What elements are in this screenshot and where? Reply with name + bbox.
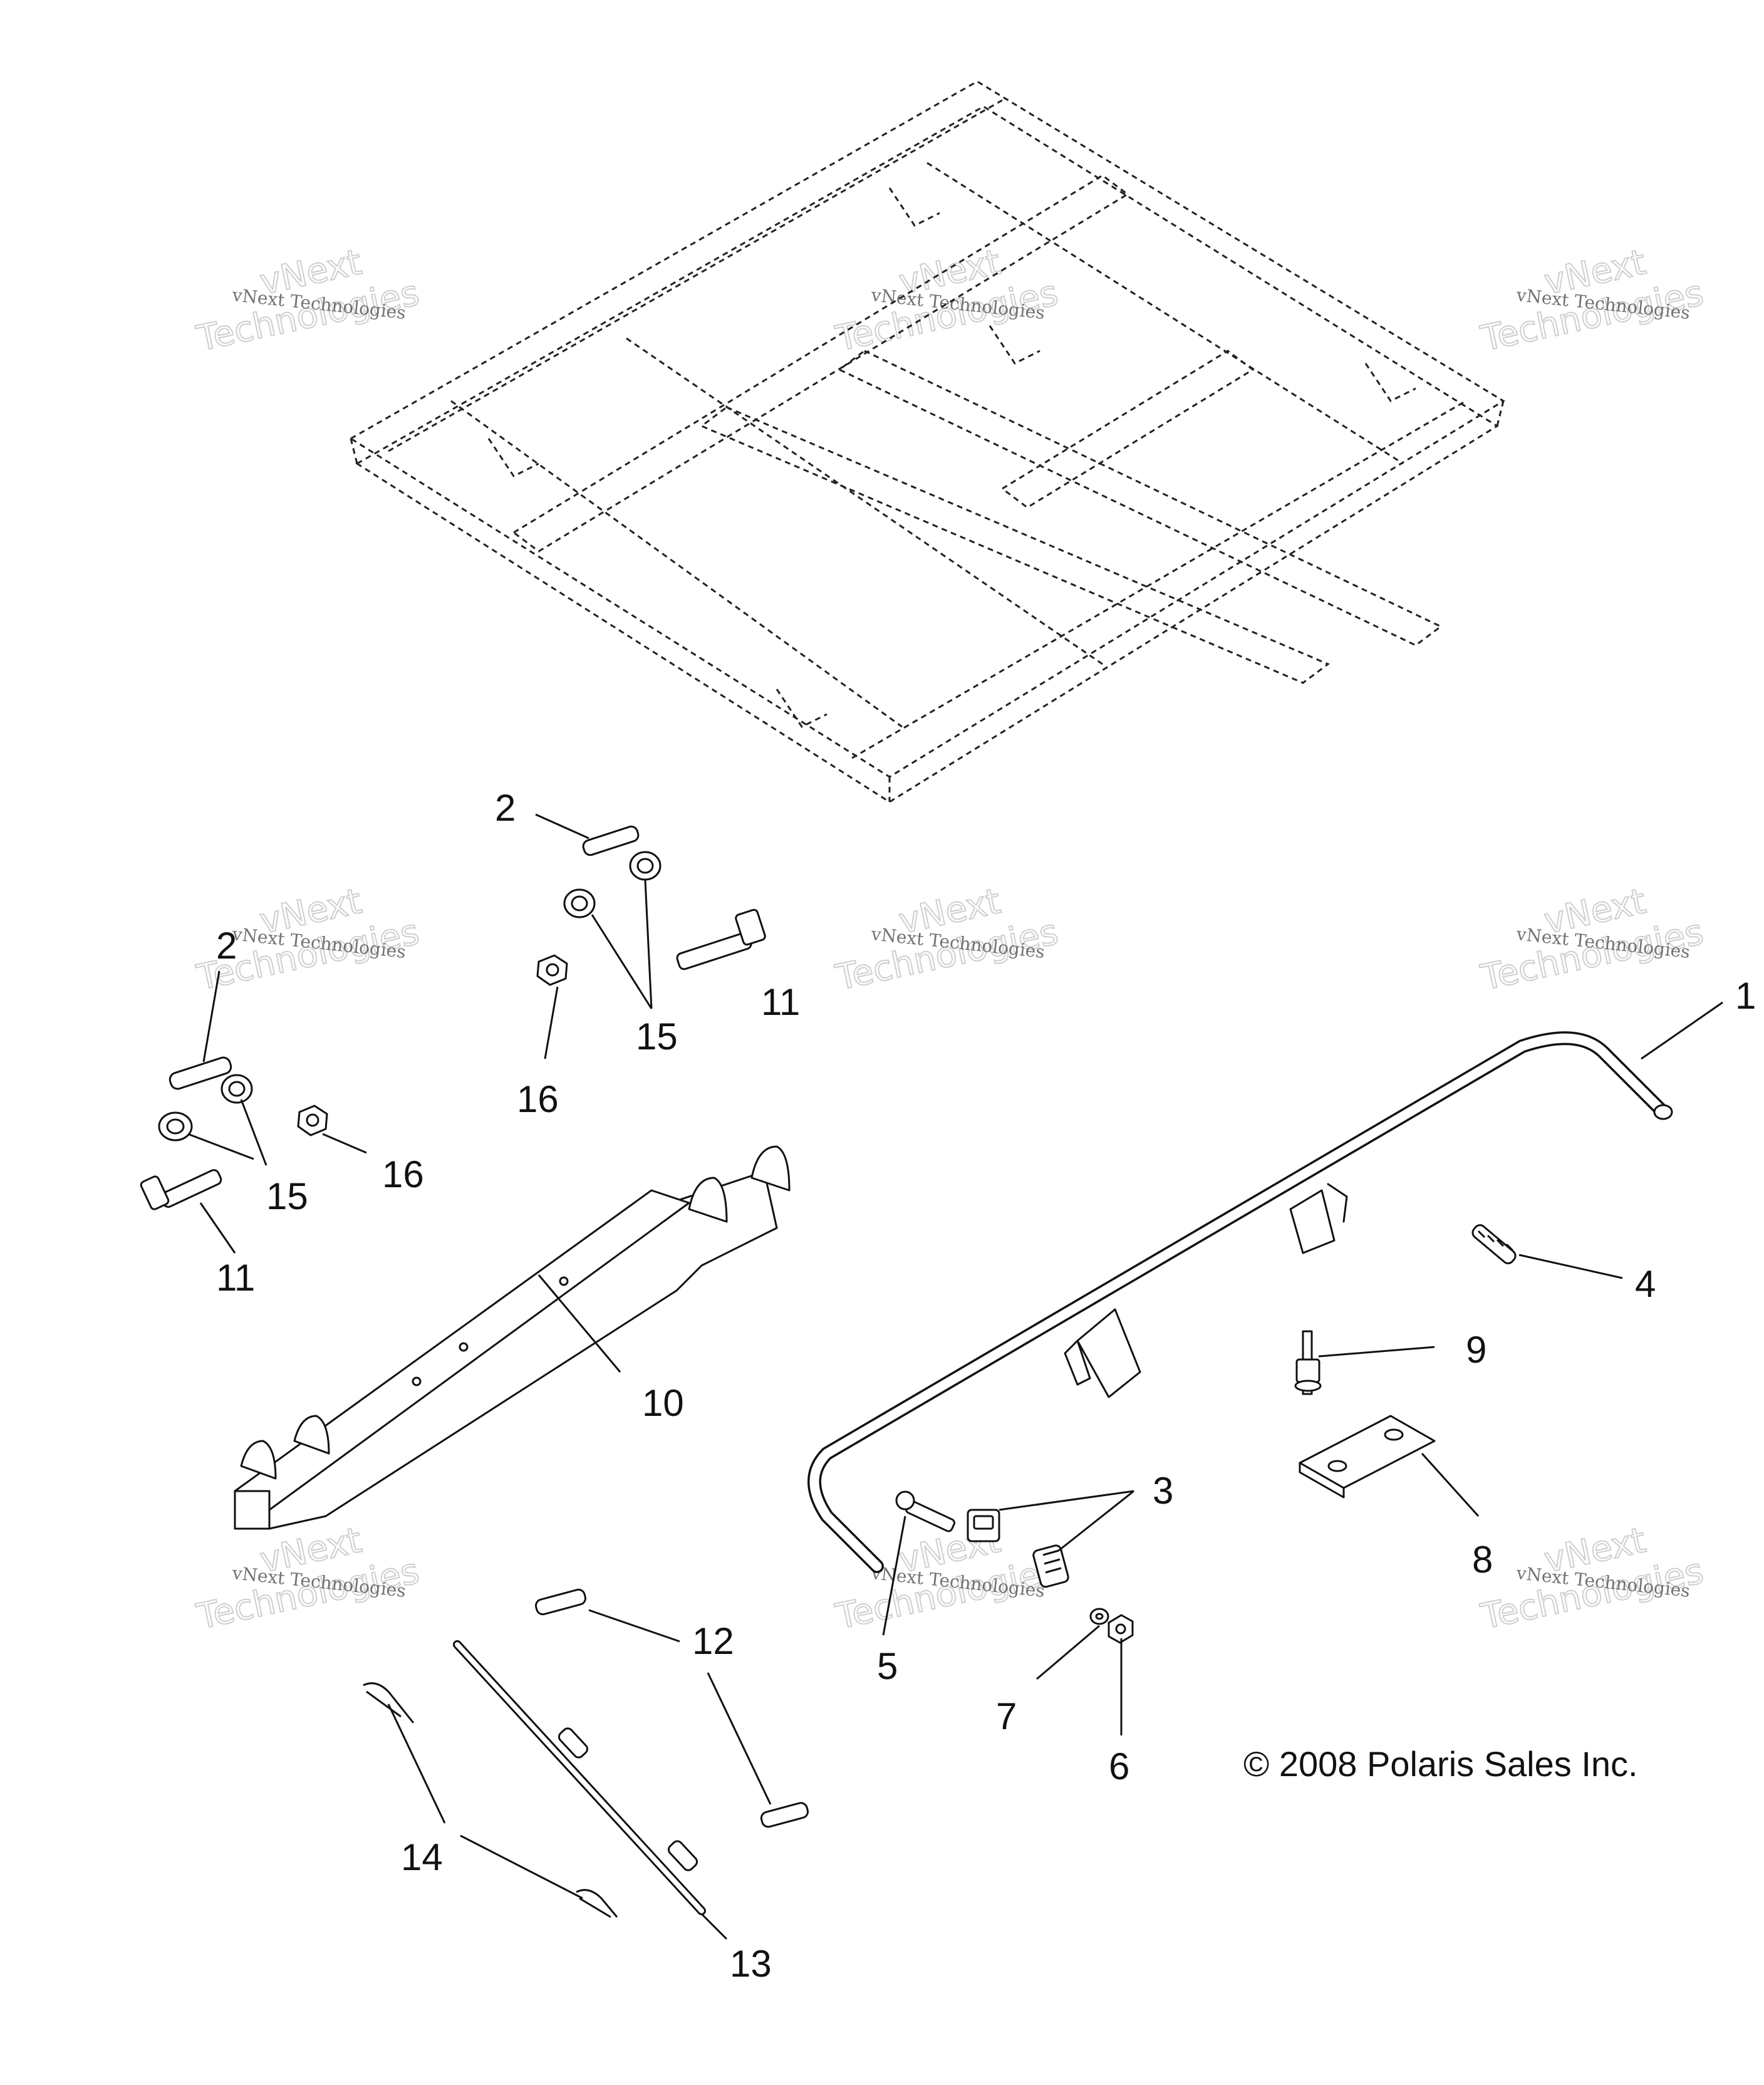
hairpin-14-lower xyxy=(576,1889,618,1918)
latch-rod-1 xyxy=(807,1031,1673,1573)
callout-10: 10 xyxy=(642,1382,684,1424)
bracket-10 xyxy=(234,1145,791,1530)
callout-1: 1 xyxy=(1735,975,1756,1017)
watermark-mid-center: Technologies vNext vNext Technologies xyxy=(831,880,1062,999)
callout-15-upper: 15 xyxy=(636,1016,678,1058)
spring-4 xyxy=(1471,1224,1517,1264)
callout-6: 6 xyxy=(1109,1745,1129,1787)
pin-2-left xyxy=(169,1056,232,1090)
cargo-box-frame xyxy=(349,80,1505,803)
nut-16-upper xyxy=(536,954,568,986)
gas-strut-13 xyxy=(453,1640,706,1915)
copyright-notice: © 2008 Polaris Sales Inc. xyxy=(1243,1744,1638,1784)
callout-9: 9 xyxy=(1466,1329,1486,1371)
callout-3: 3 xyxy=(1153,1470,1173,1512)
bolt-11-upper xyxy=(676,908,766,970)
watermark-top-right: Technologies vNext vNext Technologies xyxy=(1476,241,1707,360)
watermark-top-center: Technologies vNext vNext Technologies xyxy=(831,241,1062,360)
callout-12: 12 xyxy=(692,1620,734,1662)
bushing-15-upper-a xyxy=(563,888,596,918)
callouts: 1 2 2 3 4 5 6 7 8 9 10 11 11 12 13 14 15… xyxy=(216,787,1756,1985)
nut-6 xyxy=(1108,1614,1134,1644)
leader-lines xyxy=(187,813,1723,1940)
callout-15-left: 15 xyxy=(266,1175,308,1217)
watermark-bottom-center: Technologies vNext vNext Technologies xyxy=(831,1519,1062,1638)
callout-16-upper: 16 xyxy=(517,1078,559,1120)
pin-12-upper xyxy=(535,1588,586,1616)
callout-2-upper: 2 xyxy=(495,787,516,829)
hairpin-14-upper xyxy=(363,1682,415,1724)
bolt-11-left xyxy=(140,1169,222,1210)
callout-11-left: 11 xyxy=(216,1257,255,1299)
bushing-15-upper-b xyxy=(629,851,662,881)
callout-8: 8 xyxy=(1472,1539,1493,1581)
rivet-9 xyxy=(1294,1330,1322,1395)
callout-14: 14 xyxy=(401,1836,443,1878)
bushing-15-left-b xyxy=(220,1074,253,1104)
callout-5: 5 xyxy=(877,1645,898,1687)
watermark-mid-right: Technologies vNext vNext Technologies xyxy=(1476,880,1707,999)
bolt-5 xyxy=(895,1490,956,1532)
pin-12-lower xyxy=(760,1802,809,1828)
watermark-top-left: Technologies vNext vNext Technologies xyxy=(192,241,423,360)
callout-2-left: 2 xyxy=(216,925,237,967)
washer-7 xyxy=(1089,1608,1109,1625)
callout-7: 7 xyxy=(996,1695,1017,1737)
watermark-bottom-left: Technologies vNext vNext Technologies xyxy=(192,1519,423,1638)
clip-3-b xyxy=(1032,1544,1069,1588)
clip-3-a xyxy=(967,1509,1000,1542)
bushing-15-left-a xyxy=(158,1111,193,1141)
watermark-bottom-right: Technologies vNext vNext Technologies xyxy=(1476,1519,1707,1638)
nut-16-left xyxy=(297,1105,328,1136)
pin-2-upper xyxy=(582,825,640,856)
callout-11-upper: 11 xyxy=(761,981,800,1023)
callout-13: 13 xyxy=(730,1943,772,1985)
callout-16-left: 16 xyxy=(382,1153,424,1195)
plate-8 xyxy=(1299,1415,1436,1499)
callout-4: 4 xyxy=(1635,1263,1656,1305)
